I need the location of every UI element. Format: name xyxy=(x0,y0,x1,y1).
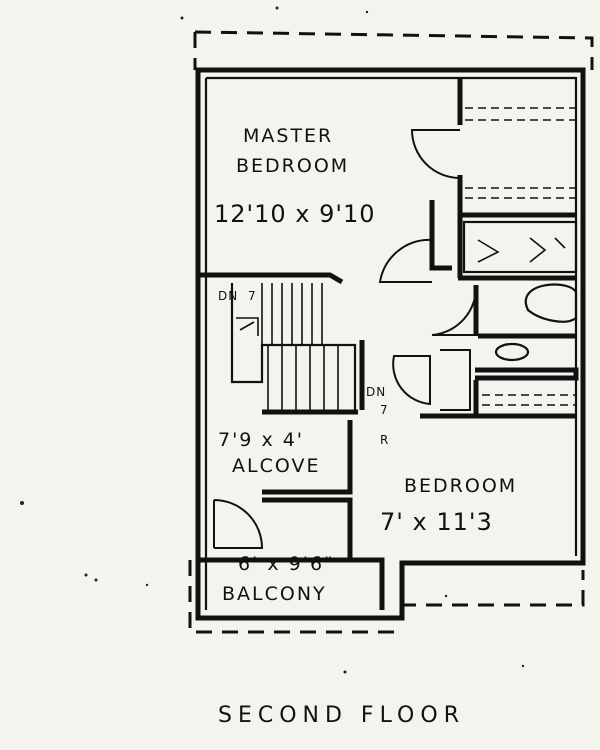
sink xyxy=(494,342,530,362)
master-bedroom-dimensions: 12'10 x 9'10 xyxy=(214,200,376,228)
master-bedroom-door xyxy=(378,238,433,283)
bedroom-door xyxy=(440,349,471,411)
hall-closet-shelves xyxy=(482,394,576,406)
master-bedroom-label-line1: MASTER xyxy=(243,125,333,147)
stair-label-lower: DN xyxy=(366,385,386,399)
master-bedroom-wall-bottom xyxy=(198,272,344,285)
floor-title: SECOND FLOOR xyxy=(218,703,465,728)
balcony-rail xyxy=(198,557,385,610)
balcony-door xyxy=(213,499,264,549)
alcove-dimensions: 7'9 x 4' xyxy=(218,429,304,451)
alcove-right-wall xyxy=(262,420,353,495)
bedroom-label: BEDROOM xyxy=(404,475,517,497)
stair-label-upper: DN xyxy=(218,289,238,303)
alcove-label: ALCOVE xyxy=(232,455,320,477)
r-mark: R xyxy=(380,433,389,447)
bathtub xyxy=(462,220,578,274)
hall-closet-door xyxy=(392,355,431,406)
balcony-label: BALCONY xyxy=(222,583,327,605)
balcony-wall xyxy=(262,497,353,560)
balcony-dashed-outline xyxy=(188,560,395,634)
closet-shelf-lines xyxy=(465,107,576,199)
stair-treads-upper xyxy=(261,283,323,345)
master-bedroom-wall-right xyxy=(429,200,452,271)
master-closet-door xyxy=(410,129,461,179)
balcony-dimensions: 6' x 9'6" xyxy=(238,553,335,575)
scan-specks xyxy=(20,6,525,674)
bath-door xyxy=(431,284,478,336)
lower-dashed-outline xyxy=(400,570,585,607)
exterior-wall-inner xyxy=(204,76,578,610)
exterior-wall xyxy=(195,67,586,621)
roof-outline-dashed xyxy=(193,30,594,70)
stair-mark-upper: 7 xyxy=(248,289,257,303)
stair-outer xyxy=(230,283,357,412)
toilet xyxy=(524,283,578,323)
master-bedroom-label-line2: BEDROOM xyxy=(236,155,349,177)
stair-mark-lower: 7 xyxy=(380,403,389,417)
stair-treads-lower xyxy=(267,345,339,412)
tub-marks xyxy=(477,237,566,263)
bath-bottom-wall xyxy=(475,367,579,381)
bedroom-dimensions: 7' x 11'3 xyxy=(380,508,493,536)
stair-rail xyxy=(236,317,259,336)
